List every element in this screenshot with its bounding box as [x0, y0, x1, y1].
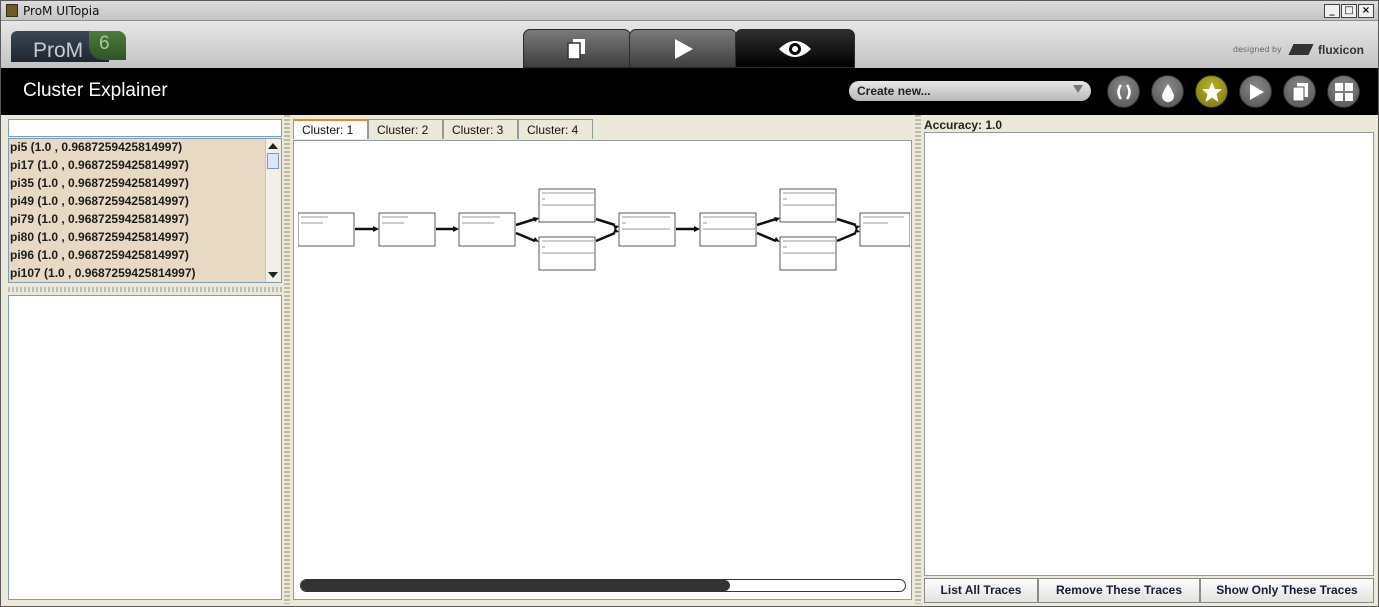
model-node — [458, 212, 516, 247]
designed-by-label: designed by — [1232, 45, 1282, 54]
process-model-graph — [298, 188, 910, 271]
view-header: Cluster Explainer Create new... — [1, 68, 1378, 115]
play-icon — [1249, 83, 1264, 100]
create-new-dropdown[interactable]: Create new... — [849, 81, 1091, 101]
grid-button[interactable] — [1327, 75, 1360, 108]
maximize-button[interactable]: □ — [1341, 4, 1357, 18]
model-node — [859, 212, 910, 247]
drop-button[interactable] — [1151, 75, 1184, 108]
trace-details-area — [8, 295, 282, 600]
show-only-traces-button[interactable]: Show Only These Traces — [1200, 578, 1374, 603]
tab-cluster-2[interactable]: Cluster: 2 — [368, 119, 443, 139]
create-new-label: Create new... — [857, 84, 931, 98]
trace-item[interactable]: pi96 (1.0 , 0.9687259425814997) — [10, 248, 189, 262]
model-node — [538, 188, 596, 223]
explanation-text-area — [924, 132, 1374, 576]
model-node — [538, 236, 596, 271]
views-tab[interactable] — [735, 29, 855, 68]
chevron-down-icon — [1073, 85, 1083, 93]
trace-item[interactable]: pi107 (1.0 , 0.9687259425814997) — [10, 266, 196, 280]
explanation-panel: Accuracy: 1.0 List All Traces Remove The… — [921, 115, 1377, 604]
actions-tab[interactable] — [629, 29, 737, 68]
copy-icon — [567, 38, 585, 60]
trace-item[interactable]: pi35 (1.0 , 0.9687259425814997) — [10, 176, 189, 190]
scrollbar-thumb[interactable] — [301, 580, 730, 591]
favorite-button[interactable] — [1195, 75, 1228, 108]
trace-list[interactable]: pi5 (1.0 , 0.9687259425814997) pi17 (1.0… — [8, 138, 282, 283]
close-button[interactable]: × — [1358, 4, 1374, 18]
copy-icon — [1292, 82, 1308, 101]
tab-cluster-1[interactable]: Cluster: 1 — [293, 119, 368, 139]
scroll-down-icon[interactable] — [268, 272, 278, 278]
drop-icon — [1161, 83, 1174, 102]
model-node — [699, 212, 757, 247]
left-splitter[interactable] — [284, 115, 290, 604]
scrollbar-thumb[interactable] — [267, 153, 279, 169]
play-button[interactable] — [1239, 75, 1272, 108]
model-node — [618, 212, 676, 247]
trace-item[interactable]: pi5 (1.0 , 0.9687259425814997) — [10, 140, 183, 154]
logo-version: 6 — [99, 33, 110, 54]
tab-cluster-3[interactable]: Cluster: 3 — [443, 119, 518, 139]
remove-traces-button[interactable]: Remove These Traces — [1038, 578, 1200, 603]
app-icon — [6, 4, 18, 17]
top-bar: ProM 6 — [1, 22, 1378, 68]
model-node — [298, 212, 355, 247]
tab-cluster-4[interactable]: Cluster: 4 — [518, 119, 593, 139]
window-title: ProM UITopia — [23, 4, 100, 18]
fluxicon-brand: designed by fluxicon — [1233, 39, 1364, 58]
workspace-tab[interactable] — [523, 29, 631, 68]
right-splitter[interactable] — [915, 115, 921, 604]
model-node — [779, 236, 837, 271]
minimize-button[interactable]: _ — [1324, 4, 1340, 18]
copy-button[interactable] — [1283, 75, 1316, 108]
prom-logo: ProM 6 — [11, 31, 126, 62]
refresh-button[interactable] — [1107, 75, 1140, 108]
trace-item[interactable]: pi80 (1.0 , 0.9687259425814997) — [10, 230, 189, 244]
eye-icon — [779, 40, 811, 57]
list-all-traces-button[interactable]: List All Traces — [924, 578, 1038, 603]
trace-item[interactable]: pi79 (1.0 , 0.9687259425814997) — [10, 212, 189, 226]
trace-item[interactable]: pi49 (1.0 , 0.9687259425814997) — [10, 194, 189, 208]
title-bar: ProM UITopia _ □ × — [1, 1, 1378, 21]
logo-text: ProM — [33, 39, 84, 62]
trace-panel: pi5 (1.0 , 0.9687259425814997) pi17 (1.0… — [4, 115, 287, 604]
view-title: Cluster Explainer — [23, 80, 168, 101]
canvas-horizontal-scrollbar[interactable] — [300, 579, 906, 592]
panel-divider[interactable] — [8, 287, 282, 292]
trace-list-scrollbar[interactable] — [265, 139, 281, 282]
model-node — [779, 188, 837, 223]
fluxicon-label: fluxicon — [1317, 42, 1364, 57]
model-node — [378, 212, 436, 247]
grid-icon — [1334, 82, 1353, 101]
cluster-panel: Cluster: 1 Cluster: 2 Cluster: 3 Cluster… — [290, 115, 915, 604]
accuracy-label: Accuracy: 1.0 — [924, 118, 1003, 132]
process-model-canvas[interactable] — [293, 140, 912, 600]
play-icon — [675, 38, 693, 59]
trace-search-input[interactable] — [8, 119, 282, 137]
scroll-up-icon[interactable] — [268, 143, 278, 149]
star-icon — [1201, 81, 1222, 102]
fluxicon-icon — [1288, 44, 1314, 55]
refresh-icon — [1116, 83, 1131, 100]
trace-item[interactable]: pi17 (1.0 , 0.9687259425814997) — [10, 158, 189, 172]
